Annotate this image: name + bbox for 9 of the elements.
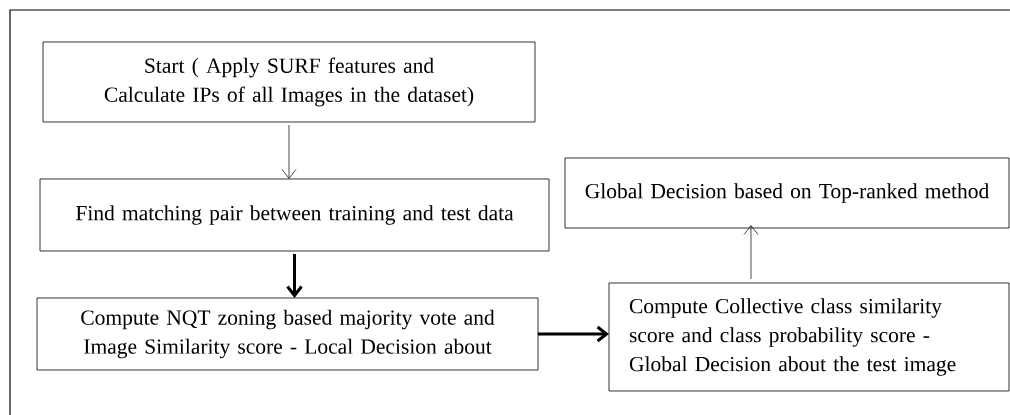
- arrow: [743, 225, 759, 280]
- arrow: [286, 254, 303, 298]
- arrow: [538, 325, 609, 343]
- process-box: Global Decision based on Top-ranked method: [564, 157, 1010, 229]
- process-box: Compute NQT zoning based majority vote and Image Similarity score - Local Decision about: [36, 297, 539, 371]
- process-box: Find matching pair between training and test data: [39, 178, 550, 252]
- arrow: [281, 124, 297, 179]
- process-box: Start ( Apply SURF features and Calculate IPs of all Images in the dataset): [42, 41, 536, 123]
- process-box: Compute Collective class similarity score and class probability score - Global Decision about the test image: [608, 282, 1010, 392]
